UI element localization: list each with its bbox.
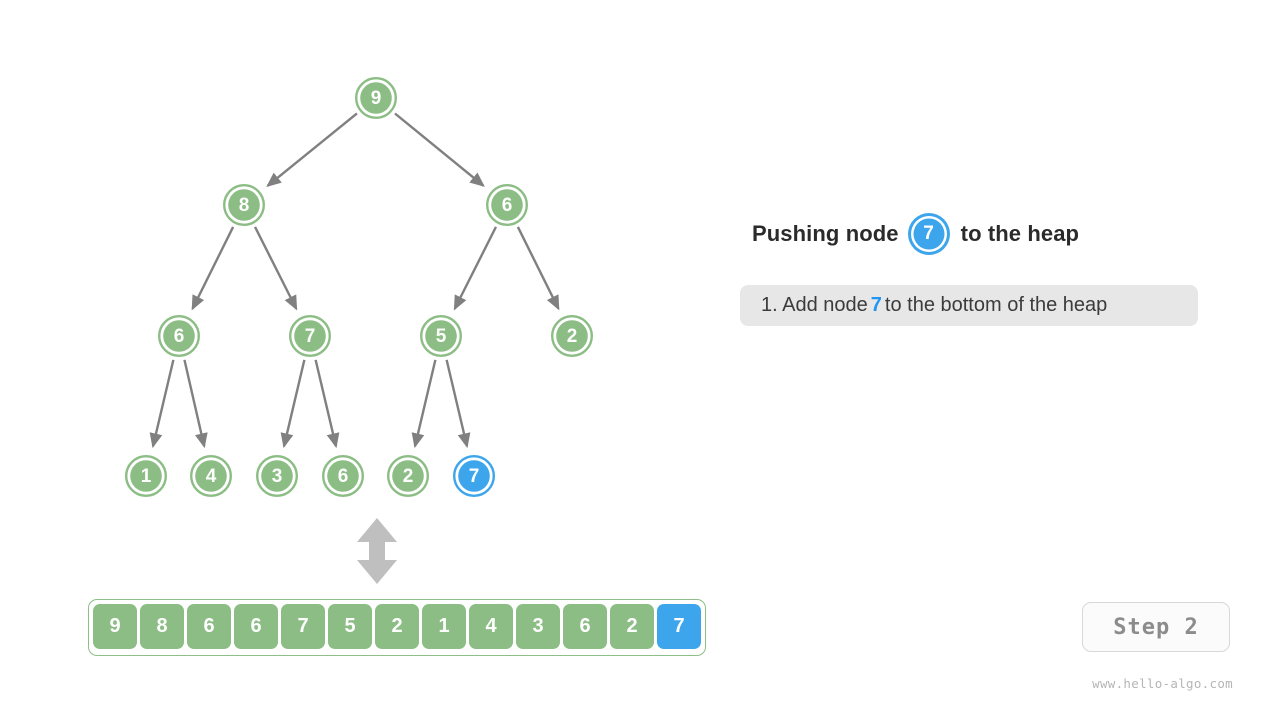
step-description-highlight: 7 xyxy=(870,294,882,316)
tree-node-ring xyxy=(420,315,463,358)
tree-edge xyxy=(516,226,560,311)
tree-node-label: 1 xyxy=(141,466,152,487)
array-cell: 5 xyxy=(328,604,372,649)
tree-node-fill xyxy=(556,320,588,352)
tree-node: 2 xyxy=(551,315,594,358)
tree-node-label: 9 xyxy=(371,88,382,109)
tree-node-label: 5 xyxy=(436,326,447,347)
tree-edge-layer xyxy=(149,112,560,449)
tree-node-ring xyxy=(256,455,299,498)
tree-node-fill xyxy=(425,320,457,352)
tree-node-label: 6 xyxy=(174,326,185,347)
tree-node-fill xyxy=(458,460,490,492)
array-cell: 2 xyxy=(375,604,419,649)
tree-node-fill xyxy=(360,82,392,114)
tree-node-label: 6 xyxy=(502,195,513,216)
tree-edge xyxy=(183,359,208,449)
tree-node-ring xyxy=(222,183,265,226)
tree-edge xyxy=(445,359,471,449)
array-cell: 1 xyxy=(422,604,466,649)
step-counter-label: Step 2 xyxy=(1113,614,1199,640)
tree-node: 4 xyxy=(189,455,232,498)
tree-node-label: 2 xyxy=(567,326,578,347)
step-description-box: 1. Add node 7 to the bottom of the heap xyxy=(740,285,1198,326)
tree-node-fill xyxy=(228,189,260,221)
tree-node-fill xyxy=(327,460,359,492)
double-headed-vertical-arrow-icon xyxy=(357,518,397,584)
tree-node-label: 8 xyxy=(239,195,250,216)
tree-node-fill xyxy=(491,189,523,221)
tree-node-label: 6 xyxy=(338,466,349,487)
tree-node-label: 4 xyxy=(206,466,217,487)
tree-node: 7 xyxy=(289,315,332,358)
step-counter-badge: Step 2 xyxy=(1082,602,1230,652)
tree-node: 6 xyxy=(486,183,529,226)
tree-node: 9 xyxy=(355,76,398,119)
tree-node: 6 xyxy=(157,315,200,358)
tree-node-label: 7 xyxy=(305,326,316,347)
tree-node: 1 xyxy=(124,455,167,498)
tree-node-highlight: 7 xyxy=(453,455,496,498)
heading-suffix: to the heap xyxy=(960,221,1080,246)
operation-heading: Pushing node 7 to the heap xyxy=(752,213,1079,255)
tree-node: 2 xyxy=(387,455,430,498)
heading-prefix: Pushing node xyxy=(752,221,899,246)
watermark-url: www.hello-algo.com xyxy=(1092,676,1233,691)
step-description-suffix: to the bottom of the heap xyxy=(884,294,1108,316)
tree-node-ring xyxy=(289,315,332,358)
binary-tree-canvas: 9 8 6 6 7 5 2 1 4 3 6 2 7 xyxy=(124,76,594,498)
array-cell: 3 xyxy=(516,604,560,649)
tree-edge xyxy=(253,226,298,311)
explanation-panel: Pushing node 7 to the heap 1. Add node 7… xyxy=(740,0,1280,720)
tree-node-ring xyxy=(189,455,232,498)
tree-node-layer: 9 8 6 6 7 5 2 1 4 3 6 2 7 xyxy=(124,76,594,498)
array-cell: 2 xyxy=(610,604,654,649)
tree-node-ring xyxy=(124,455,167,498)
tree-edge xyxy=(149,359,175,449)
array-cell: 4 xyxy=(469,604,513,649)
tree-node-ring xyxy=(387,455,430,498)
tree-node: 5 xyxy=(420,315,463,358)
tree-node-fill xyxy=(163,320,195,352)
array-cell: 6 xyxy=(563,604,607,649)
tree-edge xyxy=(280,359,306,449)
tree-edge xyxy=(266,112,358,188)
tree-node-ring xyxy=(486,183,529,226)
tree-edge xyxy=(453,226,498,311)
tree-node-ring xyxy=(322,455,365,498)
pushed-node-badge: 7 xyxy=(910,216,947,252)
tree-node-ring xyxy=(551,315,594,358)
array-cell-highlight: 7 xyxy=(657,604,701,649)
array-cell: 7 xyxy=(281,604,325,649)
array-cell: 9 xyxy=(93,604,137,649)
array-cell: 6 xyxy=(234,604,278,649)
tree-node-fill xyxy=(130,460,162,492)
tree-edge xyxy=(411,359,437,449)
tree-node-label: 2 xyxy=(403,466,414,487)
tree-node: 6 xyxy=(322,455,365,498)
tree-node-fill xyxy=(261,460,293,492)
tree-node: 8 xyxy=(222,183,265,226)
tree-edge xyxy=(191,226,235,311)
tree-node-label: 3 xyxy=(272,466,283,487)
tree-node-fill xyxy=(195,460,227,492)
tree-node-ring xyxy=(355,76,398,119)
tree-node: 3 xyxy=(256,455,299,498)
tree-node-fill xyxy=(392,460,424,492)
tree-node-ring xyxy=(157,315,200,358)
tree-node-ring xyxy=(453,455,496,498)
array-cell: 6 xyxy=(187,604,231,649)
tree-node-fill xyxy=(294,320,326,352)
tree-edge xyxy=(314,359,340,449)
step-description-prefix: 1. Add node xyxy=(761,294,868,316)
tree-edge xyxy=(394,112,485,187)
tree-node-label: 7 xyxy=(469,466,480,487)
array-cell: 8 xyxy=(140,604,184,649)
